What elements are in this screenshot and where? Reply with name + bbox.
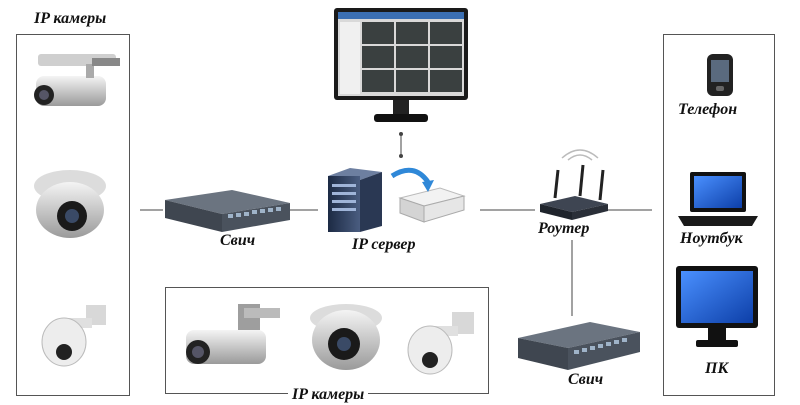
monitor-icon (334, 8, 468, 122)
dome-camera-icon (34, 170, 106, 238)
bullet-camera-icon (186, 304, 280, 364)
ip-cameras-bottom-label: IP камеры (288, 386, 369, 404)
camera-group-left-frame (16, 34, 130, 396)
switch-bottom-icon (518, 322, 640, 370)
phone-icon (707, 54, 733, 96)
ip-cameras-top-label: IP камеры (34, 10, 107, 27)
dome-camera-icon (310, 304, 382, 370)
client-devices-frame (663, 34, 775, 396)
laptop-icon (678, 172, 758, 226)
router-icon (540, 149, 608, 220)
ptz-camera-icon (407, 312, 474, 375)
switch-left-label: Свич (220, 232, 256, 249)
connection-lines (140, 136, 652, 316)
bullet-camera-icon (34, 54, 120, 106)
server-tower-icon (328, 168, 382, 232)
router-label: Роутер (538, 220, 590, 237)
phone-label: Телефон (678, 101, 738, 118)
ptz-camera-icon (41, 305, 106, 367)
switch-left-icon (165, 190, 290, 232)
ip-server-label: IP сервер (352, 236, 416, 253)
pc-label: ПК (705, 360, 729, 377)
switch-bottom-label: Свич (568, 371, 604, 388)
transfer-arrow-icon (390, 167, 431, 184)
pc-monitor-icon (676, 266, 758, 347)
storage-box-icon (398, 187, 466, 223)
laptop-label: Ноутбук (680, 230, 743, 247)
